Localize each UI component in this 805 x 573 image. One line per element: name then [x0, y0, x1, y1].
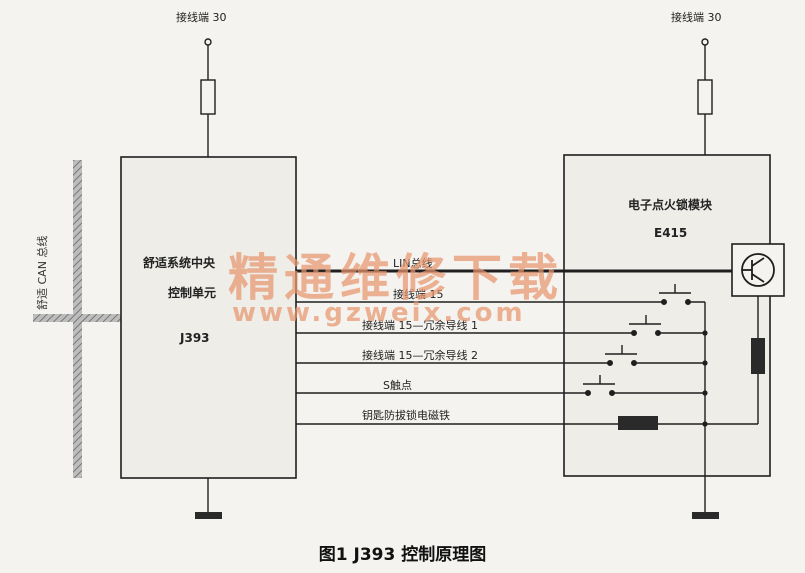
- right-module-box: [563, 154, 771, 477]
- switch-t15-r1: [629, 315, 705, 337]
- switch-t15-r2: [605, 345, 705, 367]
- switch-s-contact: [583, 375, 705, 397]
- left-module-code: J393: [180, 331, 210, 345]
- transistor-icon: [741, 253, 775, 287]
- watermark-text: 精通维修下载: [228, 248, 564, 307]
- wire-label-t15: 接线端 15: [393, 288, 444, 301]
- left-module-name-line1: 舒适系统中央: [143, 256, 216, 270]
- wire-label-key-solenoid: 钥匙防拔锁电磁铁: [362, 409, 450, 422]
- coil-resistor: [751, 338, 765, 374]
- left-module-name-line2: 控制单元: [168, 286, 217, 300]
- left-fuse: [200, 79, 216, 115]
- can-bus-horizontal: [33, 314, 121, 322]
- wire-label-t15-r1: 接线端 15—冗余导线 1: [362, 319, 478, 332]
- left-ground-symbol: [195, 512, 222, 519]
- wire-label-s-contact: S触点: [383, 379, 412, 392]
- figure-caption: 图1 J393 控制原理图: [318, 545, 487, 565]
- ignition-electronics-box: [731, 243, 785, 297]
- right-fuse: [697, 79, 713, 115]
- left-module-box: [120, 156, 297, 479]
- wire-label-t15-r2: 接线端 15—冗余导线 2: [362, 349, 478, 362]
- left-terminal-label: 接线端 30: [176, 11, 227, 24]
- wire-label-lin: LIN总线: [393, 257, 433, 270]
- can-bus-label: 舒适 CAN 总线: [36, 235, 49, 310]
- key-lock-solenoid: [618, 416, 658, 430]
- right-terminal-node: [701, 38, 709, 46]
- left-terminal-node: [204, 38, 212, 46]
- right-terminal-label: 接线端 30: [671, 11, 722, 24]
- schematic-drawing: [33, 38, 785, 519]
- right-module-name: 电子点火锁模块: [628, 198, 713, 212]
- switch-t15: [659, 284, 705, 306]
- right-ground-symbol: [692, 512, 719, 519]
- right-module-code: E415: [654, 226, 688, 240]
- watermark-url: www.gzweix.com: [232, 298, 526, 328]
